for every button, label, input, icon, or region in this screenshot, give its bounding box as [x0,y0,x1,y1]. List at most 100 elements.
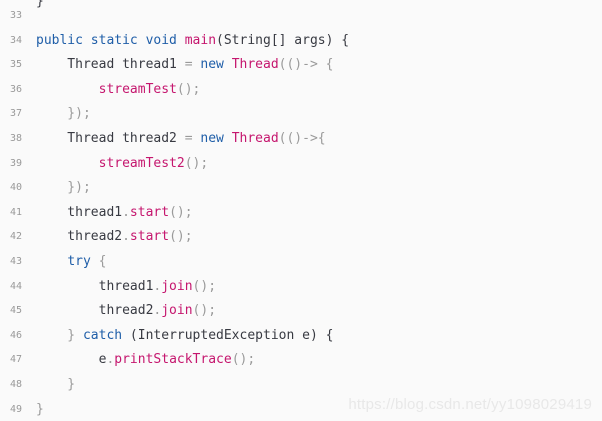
code-text: } catch (InterruptedException e) { [36,324,333,349]
code-line: 41 thread1.start(); [0,201,602,226]
line-number: 42 [10,231,23,243]
code-token: (InterruptedException e) { [122,327,334,343]
code-token: start [129,229,170,245]
code-text: e.printStackTrace(); [36,348,256,373]
line-number: 44 [10,280,23,292]
code-token: = [184,130,201,146]
code-token: . [122,204,130,220]
code-token: new [200,57,232,73]
code-token: streamTest [98,81,177,97]
code-token: printStackTrace [114,352,232,368]
code-token: Thread [231,57,279,73]
code-text: Thread thread1 = new Thread(()-> { [36,53,333,78]
code-text: thread1.start(); [36,201,193,226]
code-token: thread2 [36,303,154,319]
code-line: 45 thread2.join(); [0,299,602,324]
code-token: (); [169,204,193,220]
code-text: Thread thread2 = new Thread(()->{ [36,127,326,152]
code-token: = [184,57,201,73]
code-token: Thread thread2 [36,130,185,146]
code-line: 42 thread2.start(); [0,225,602,250]
code-token: join [161,303,193,319]
code-token: . [153,303,162,319]
code-token: } [36,401,44,417]
code-token: new [200,130,232,146]
line-number: 39 [10,157,23,169]
code-token: (); [176,81,201,97]
code-token: (); [169,229,193,245]
code-token: Thread thread1 [36,57,185,73]
line-number: 38 [10,132,23,144]
line-number: 35 [10,59,23,71]
previous-line-fragment: } [36,0,44,9]
code-token: }); [36,180,91,196]
code-token: try [67,253,91,269]
code-line: 33 [0,4,602,29]
code-line: 34 public static void main(String[] args)… [0,29,602,54]
code-text: }); [36,102,91,127]
code-text: public static void main(String[] args) { [36,29,349,54]
code-token: . [153,278,162,294]
code-token: (); [192,278,217,294]
code-line: 46 } catch (InterruptedException e) { [0,324,602,349]
code-token [36,254,67,269]
code-token: (()->{ [278,130,326,146]
code-text: } [36,373,75,398]
line-number: 43 [10,255,23,267]
code-line: 35 Thread thread1 = new Thread(()-> { [0,53,602,78]
code-token: thread1 [36,204,123,220]
code-line: 36 streamTest(); [0,78,602,103]
code-token: thread2 [36,229,123,245]
code-line: 37 }); [0,102,602,127]
line-number: 47 [10,354,23,366]
code-lines: 33 34 public static void main(String[] arg… [0,4,602,421]
code-token: start [129,204,170,220]
code-token: (()-> { [278,57,334,73]
code-line: 43 try { [0,250,602,275]
code-line: 44 thread1.join(); [0,275,602,300]
code-token: streamTest2 [98,155,185,171]
line-number: 41 [10,206,23,218]
code-text: } [36,398,44,421]
code-text: try { [36,250,106,275]
code-token: (String[] args) { [216,32,350,48]
code-line: 49} [0,398,602,421]
code-token: join [161,278,193,294]
code-line: 47 e.printStackTrace(); [0,348,602,373]
code-text: thread1.join(); [36,275,216,300]
code-token [36,156,99,171]
watermark-url: https://blog.csdn.net/yy1098029419 [348,396,592,413]
line-number: 48 [10,378,23,390]
code-token: public static void [36,32,185,48]
code-token: (); [231,352,256,368]
line-number: 33 [10,10,23,21]
code-token: }); [36,106,91,122]
code-text: streamTest2(); [36,152,209,177]
code-token: . [106,352,115,368]
code-line: 39 streamTest2(); [0,152,602,177]
line-number: 34 [10,34,23,46]
code-token: (); [184,155,209,171]
code-token: } [36,327,83,343]
code-token: main [184,32,217,48]
code-token: . [122,229,130,245]
code-line: 48 } [0,373,602,398]
code-token: Thread [231,130,279,146]
code-token: e [36,352,107,368]
code-token: catch [82,327,123,343]
code-line: 40 }); [0,176,602,201]
line-number: 49 [10,403,23,415]
code-token: } [36,376,76,392]
code-text: thread2.join(); [36,299,216,324]
line-number: 40 [10,182,23,194]
line-number: 37 [10,108,23,120]
code-text: streamTest(); [36,78,201,103]
line-number: 45 [10,305,23,317]
code-token [36,82,99,97]
code-token: thread1 [36,278,154,294]
code-token: (); [192,303,217,319]
code-text: thread2.start(); [36,225,193,250]
line-number: 36 [10,83,23,95]
code-text: }); [36,176,91,201]
